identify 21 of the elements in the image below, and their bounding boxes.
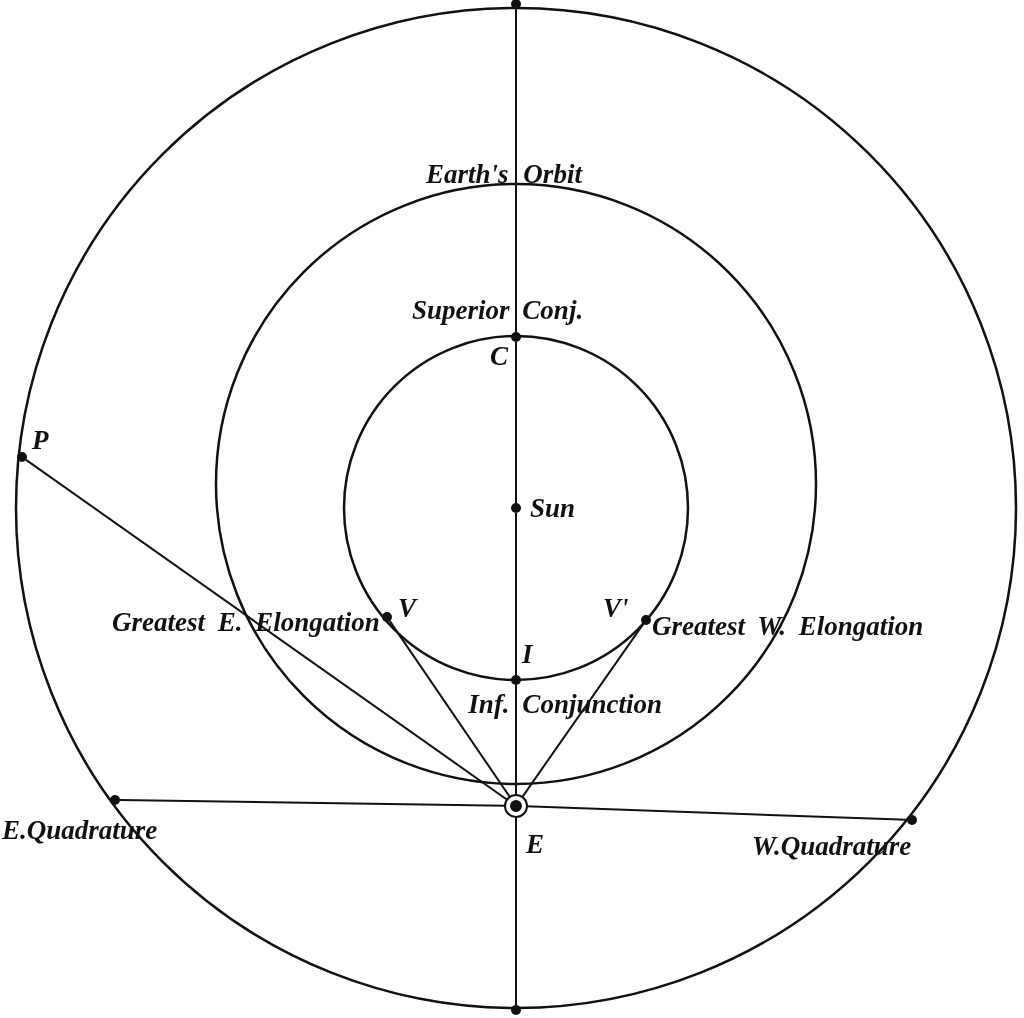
connecting-line [515,815,517,1006]
point-label: Sun [530,494,576,522]
point-label: E [526,830,544,858]
point-label: V' [603,594,629,622]
orbit-label: Earth's Orbit [426,160,582,188]
point-label: P [32,426,49,454]
connecting-line [515,512,517,676]
connecting-line [525,805,908,821]
connecting-line [25,458,509,802]
position-label: Superior Conj. [412,296,584,324]
connecting-line [515,341,517,504]
point-label: I [522,640,533,668]
position-label: Greatest E. Elongation [112,608,380,636]
connecting-line [388,620,512,799]
connecting-line [515,8,517,333]
point-marker [511,1005,521,1015]
point-label: V [398,594,416,622]
connecting-line [119,799,507,807]
point-marker [511,0,521,9]
connecting-line [515,684,517,797]
point-label: C [490,342,508,370]
